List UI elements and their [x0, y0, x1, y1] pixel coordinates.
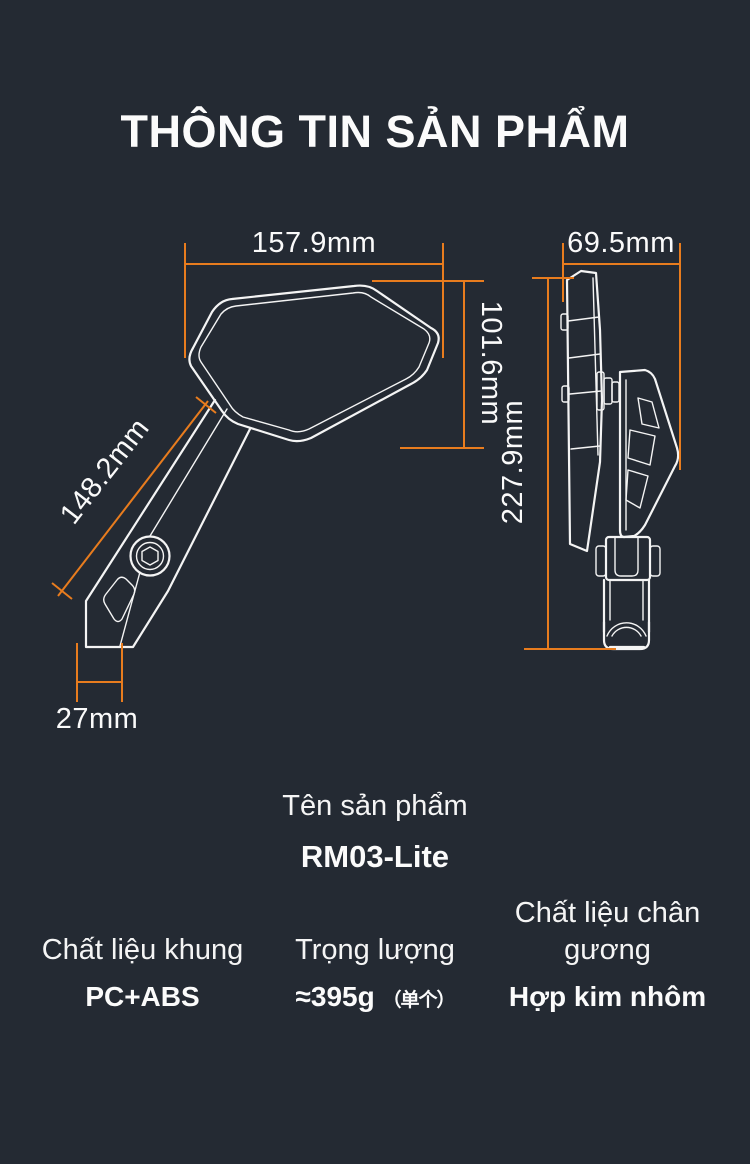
- base-crease-line: [119, 571, 141, 647]
- clamp-ear-left: [595, 545, 607, 577]
- spec-value: Hợp kim nhôm: [508, 981, 707, 1013]
- product-name-label: Tên sản phẩm: [282, 790, 468, 822]
- spec-weight-value: ≈395g: [295, 981, 375, 1013]
- bracket-cutout: [625, 469, 649, 509]
- dimension-lines: [51, 243, 681, 702]
- profile-tab: [561, 385, 570, 403]
- side-mirror-profile: [565, 269, 604, 553]
- mirror-outline-inner: [198, 291, 431, 433]
- joint-washer: [603, 377, 613, 405]
- spec-frame-material: Chất liệu khung PC+ABS: [25, 932, 260, 1013]
- dimension-label-front-height: 101.6mm: [475, 301, 507, 425]
- profile-inner-edge: [592, 277, 599, 456]
- spec-label: Chất liệu chân gương: [514, 897, 701, 967]
- clamp-body: [604, 535, 652, 582]
- bracket-cutout: [627, 429, 656, 466]
- spec-value: PC+ABS: [85, 981, 200, 1013]
- mirror-arm: [84, 398, 252, 649]
- joint-washer: [611, 381, 620, 403]
- spec-columns: Chất liệu khung PC+ABS Trọng lượng ≈395g…: [25, 895, 725, 1013]
- spec-weight-note: （单个）: [382, 990, 455, 1012]
- pivot-boss-ring: [135, 541, 165, 571]
- front-view-drawing: [84, 284, 440, 649]
- base-cutout: [103, 576, 136, 623]
- base-dome-arc: [606, 622, 647, 637]
- spec-value: ≈395g （单个）: [295, 981, 456, 1013]
- side-view-drawing: [560, 269, 680, 651]
- product-name-block: Tên sản phẩm RM03-Lite: [0, 790, 750, 875]
- clamp-u-cutout: [614, 536, 639, 577]
- mirror-outline-outer: [188, 284, 440, 443]
- page-title: THÔNG TIN SẢN PHẨM: [120, 106, 630, 158]
- spec-label: Trọng lượng: [295, 934, 455, 967]
- pivot-boss-outer: [129, 535, 171, 577]
- dimension-label-side-width: 69.5mm: [567, 227, 675, 259]
- profile-seg-line: [570, 445, 601, 450]
- product-name-value: RM03-Lite: [300, 839, 450, 874]
- dimension-label-arm-length: 148.2mm: [54, 413, 156, 531]
- spec-weight: Trọng lượng ≈395g （单个）: [268, 932, 483, 1013]
- bracket-cutout: [637, 397, 660, 429]
- dimension-label-side-height: 227.9mm: [497, 400, 529, 524]
- dimension-label-front-width: 157.9mm: [252, 227, 376, 259]
- profile-tab: [560, 313, 569, 331]
- spec-stem-material: Chất liệu chân gương Hợp kim nhôm: [490, 895, 725, 1013]
- arm-detail-line: [149, 408, 228, 537]
- base-dome-arc-inner: [611, 626, 642, 637]
- dimension-label-base-width: 27mm: [56, 703, 139, 735]
- hex-bolt: [141, 546, 159, 566]
- clamp-ear-right: [649, 545, 661, 577]
- base-block: [602, 620, 651, 651]
- spec-label: Chất liệu khung: [41, 934, 244, 967]
